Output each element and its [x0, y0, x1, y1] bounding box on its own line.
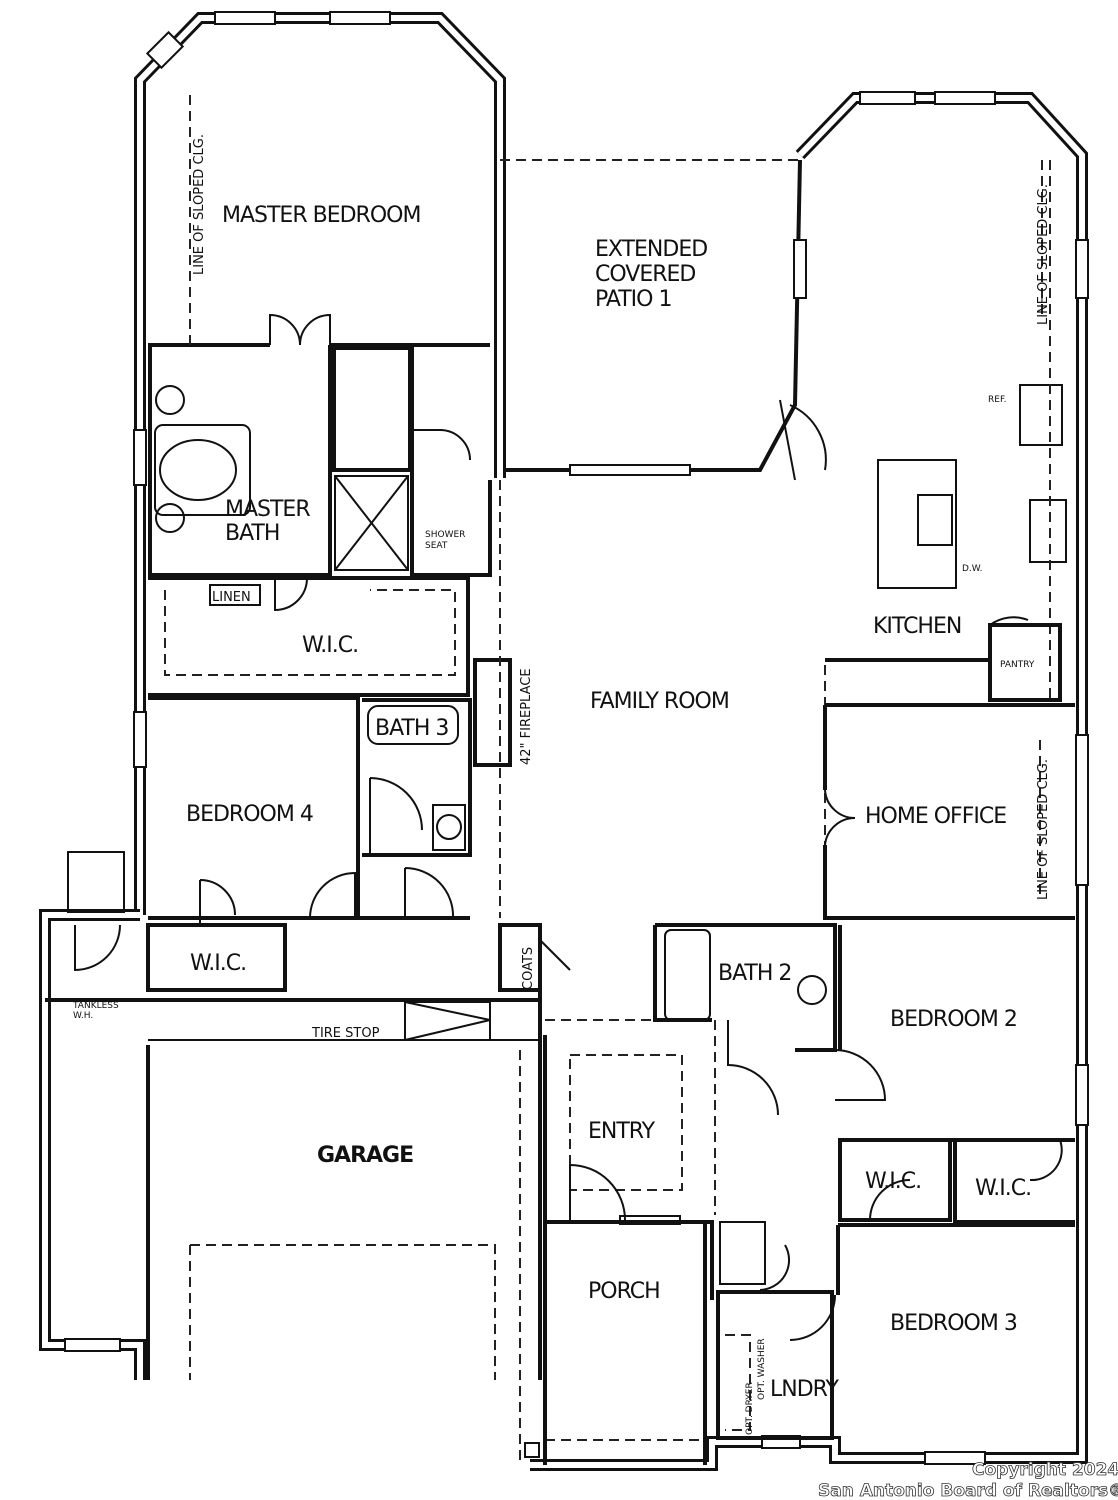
tankless-wh-line2: W.H. — [73, 1011, 93, 1021]
room-master-bath-line2: BATH — [225, 521, 279, 546]
room-laundry: LNDRY — [770, 1377, 840, 1402]
room-pantry: PANTRY — [1000, 660, 1035, 670]
shower-seat-note-line1: SHOWER — [425, 530, 465, 540]
room-bath2: BATH 2 — [718, 961, 791, 986]
interior-walls — [45, 95, 1075, 1465]
room-linen: LINEN — [212, 590, 251, 605]
room-entry: ENTRY — [588, 1119, 656, 1144]
room-bedroom2-wic: W.I.C. — [865, 1169, 921, 1194]
room-kitchen: KITCHEN — [873, 614, 961, 639]
room-home-office: HOME OFFICE — [865, 804, 1006, 829]
room-patio-line2: COVERED — [595, 262, 695, 287]
windows — [64, 11, 1089, 1465]
fireplace-note: 42" FIREPLACE — [519, 668, 534, 765]
copyright-owner: San Antonio Board of Realtors® — [818, 1481, 1118, 1500]
room-bath3: BATH 3 — [375, 716, 448, 741]
room-bedroom4: BEDROOM 4 — [186, 802, 313, 827]
room-master-bedroom: MASTER BEDROOM — [222, 203, 420, 228]
room-porch: PORCH — [588, 1279, 660, 1304]
opt-washer-label: OPT. WASHER — [757, 1338, 767, 1400]
room-patio-line3: PATIO 1 — [595, 287, 671, 312]
refrigerator-label: REF. — [988, 395, 1007, 405]
opt-dryer-label: OPT. DRYER — [745, 1382, 755, 1435]
doors — [74, 313, 1063, 1341]
room-master-wic: W.I.C. — [302, 633, 358, 658]
room-family-room: FAMILY ROOM — [590, 689, 729, 714]
copyright-line: Copyright 2024 — [972, 1460, 1118, 1480]
tire-stop-label: TIRE STOP — [311, 1026, 380, 1041]
annotations: LINE OF SLOPED CLG. LINE OF SLOPED CLG. … — [72, 134, 1051, 1435]
room-labels: MASTER BEDROOM EXTENDED COVERED PATIO 1 … — [186, 203, 1035, 1402]
room-bedroom3: BEDROOM 3 — [890, 1311, 1017, 1336]
shower-seat-note-line2: SEAT — [425, 541, 448, 551]
sloped-ceiling-note-office: LINE OF SLOPED CLG. — [1036, 759, 1051, 900]
dishwasher-label: D.W. — [962, 564, 983, 574]
copyright-watermark: Copyright 2024 San Antonio Board of Real… — [818, 1460, 1118, 1500]
sloped-ceiling-note-master: LINE OF SLOPED CLG. — [192, 134, 207, 275]
room-coats: COATS — [521, 947, 536, 990]
room-patio-line1: EXTENDED — [595, 237, 707, 262]
room-bedroom2: BEDROOM 2 — [890, 1007, 1017, 1032]
tankless-wh-line1: TANKLESS — [72, 1001, 119, 1011]
room-bedroom3-wic: W.I.C. — [975, 1176, 1031, 1201]
room-garage: GARAGE — [317, 1143, 413, 1168]
sloped-ceiling-note-kitchen: LINE OF SLOPED CLG. — [1036, 184, 1051, 325]
room-garage-wic: W.I.C. — [190, 951, 246, 976]
room-master-bath-line1: MASTER — [225, 497, 310, 522]
